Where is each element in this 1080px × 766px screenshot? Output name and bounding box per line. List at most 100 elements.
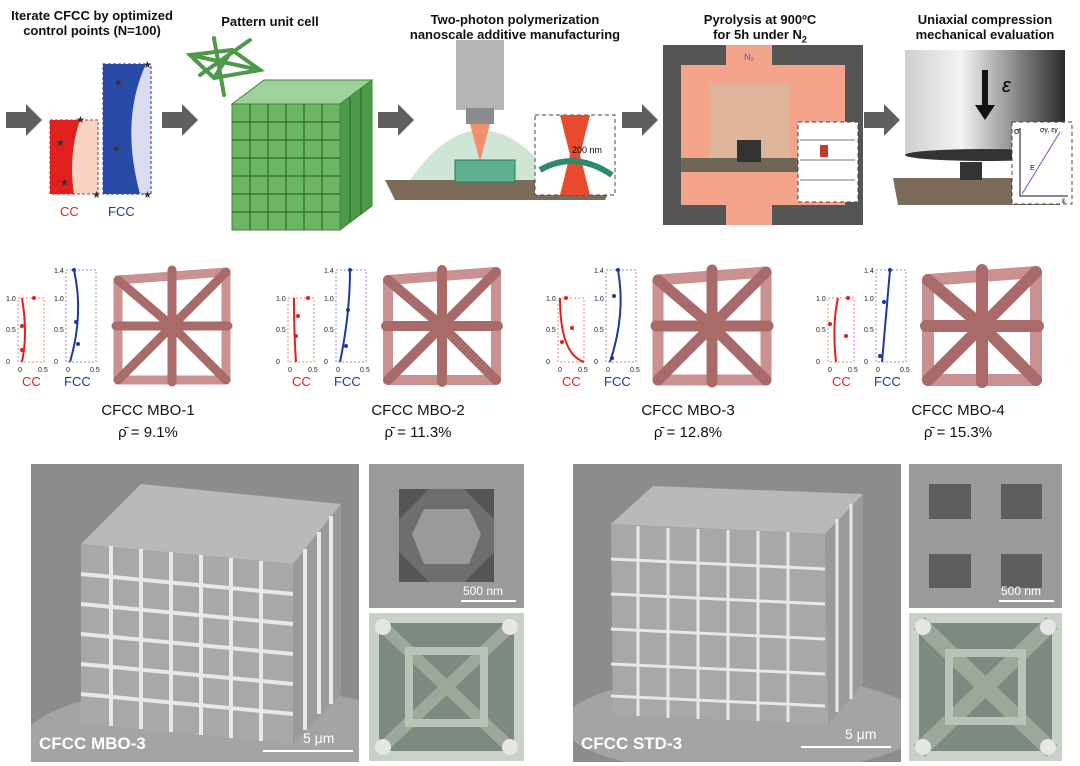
fcc-y-tick-1: 1.0 xyxy=(54,296,64,303)
x-tick-max: 0.5 xyxy=(38,367,48,374)
x-tick-min: 0 xyxy=(828,367,832,374)
cc-y-tick-min: 0 xyxy=(276,359,280,366)
unit-cell-render-1 xyxy=(108,262,236,390)
design-2-fcc-label: FCC xyxy=(334,374,361,389)
cc-y-tick-mid: 0.5 xyxy=(276,327,286,334)
sem-right-label: CFCC STD-3 xyxy=(581,734,682,754)
fcc-y-tick-max: 1.4 xyxy=(324,268,334,275)
design-3-density: ρ̄ = 12.8% xyxy=(588,424,788,441)
x-tick-max: 0.5 xyxy=(900,367,910,374)
sem-left-lattice xyxy=(31,464,359,762)
strain-symbol: ε xyxy=(1002,75,1012,97)
x-tick-min: 0 xyxy=(18,367,22,374)
x-tick-min: 0 xyxy=(876,367,880,374)
svg-text:★: ★ xyxy=(60,178,69,189)
design-1-density: ρ̄ = 9.1% xyxy=(48,424,248,441)
design-1-name: CFCC MBO-1 xyxy=(48,402,248,419)
sem-left-scale-bar xyxy=(263,750,353,752)
x-tick-min: 0 xyxy=(288,367,292,374)
design-card-2: 1.00.50 1.41.00.50 00.5 00.5 CC FCC CFCC… xyxy=(270,262,540,447)
flow-arrow-2 xyxy=(162,104,198,136)
cc-y-tick-min: 0 xyxy=(546,359,550,366)
sem-left-inset-scale-bar xyxy=(461,600,516,602)
step1-fcc-label: FCC xyxy=(108,204,135,219)
fcc-y-tick-2: 0.5 xyxy=(324,327,334,334)
cc-y-tick-min: 0 xyxy=(816,359,820,366)
sem-right-inset-scale-bar xyxy=(999,600,1054,602)
sigma-y-label: σy, εy xyxy=(1040,127,1058,134)
flow-arrow-4 xyxy=(622,104,658,136)
fcc-y-tick-1: 1.0 xyxy=(594,296,604,303)
flow-arrow-1 xyxy=(6,104,42,136)
unit-cell-render-4 xyxy=(918,262,1046,390)
tpp-setup xyxy=(385,40,615,200)
x-tick-min: 0 xyxy=(558,367,562,374)
sem-right-lattice xyxy=(573,464,901,762)
flow-arrow-5 xyxy=(864,104,900,136)
fcc-y-tick-1: 1.0 xyxy=(324,296,334,303)
cc-y-tick-min: 0 xyxy=(6,359,10,366)
design-row: 1.0 0.5 0 1.4 1.0 0.5 0 0 0.5 0 0.5 CC FCC CFCC… xyxy=(0,262,1080,447)
x-tick-min: 0 xyxy=(336,367,340,374)
design-3-name: CFCC MBO-3 xyxy=(588,402,788,419)
svg-text:★: ★ xyxy=(76,115,85,126)
svg-text:★: ★ xyxy=(114,78,123,89)
sigma-label: σ xyxy=(1014,126,1020,136)
x-tick-max: 0.5 xyxy=(360,367,370,374)
process-flow-graphics: ★ ★ ★ ★ ★ ★ ★ ★ 200 nm xyxy=(0,0,1080,240)
design-4-density: ρ̄ = 15.3% xyxy=(858,424,1058,441)
tpp-inset-scale: 200 nm xyxy=(572,145,602,155)
design-3-cc-label: CC xyxy=(562,374,581,389)
cc-y-tick-mid: 0.5 xyxy=(816,327,826,334)
step1-cc-label: CC xyxy=(60,204,79,219)
furnace xyxy=(663,45,863,225)
x-tick-max: 0.5 xyxy=(90,367,100,374)
modulus-label: E xyxy=(1030,165,1035,172)
sem-inset-left-top: 500 nm xyxy=(369,464,524,608)
fcc-y-tick-max: 1.4 xyxy=(54,268,64,275)
svg-text:★: ★ xyxy=(143,60,152,71)
svg-text:★: ★ xyxy=(143,190,152,201)
unit-cell-small xyxy=(190,38,260,95)
svg-text:★: ★ xyxy=(112,144,121,155)
fcc-y-tick-min: 0 xyxy=(594,359,598,366)
render-inset-right-bottom xyxy=(909,613,1062,761)
fcc-y-tick-min: 0 xyxy=(324,359,328,366)
unit-cell-render-2 xyxy=(378,262,506,390)
fcc-y-tick-min: 0 xyxy=(864,359,868,366)
x-tick-min: 0 xyxy=(606,367,610,374)
sem-left-scale-label: 5 μm xyxy=(303,730,334,746)
render-left-inset-shape xyxy=(369,613,524,761)
x-tick-min: 0 xyxy=(66,367,70,374)
cc-y-tick-max: 1.0 xyxy=(6,296,16,303)
furnace-gas-label: N₂ xyxy=(744,52,754,62)
x-tick-max: 0.5 xyxy=(630,367,640,374)
fcc-y-tick-2: 0.5 xyxy=(594,327,604,334)
sem-right-scale-bar xyxy=(801,746,891,748)
sem-main-left: CFCC MBO-3 5 μm xyxy=(31,464,359,762)
sem-left-inset-scale-label: 500 nm xyxy=(463,584,503,598)
design-1-fcc-label: FCC xyxy=(64,374,91,389)
sem-inset-right-top: 500 nm xyxy=(909,464,1062,608)
profile-plot-3: 1.00.50 1.41.00.50 00.5 00.5 xyxy=(544,264,654,374)
design-4-fcc-label: FCC xyxy=(874,374,901,389)
design-card-1: 1.00.50 1.41.00.50 00.5 00.5 CC FCC CFCC… xyxy=(0,262,270,447)
fcc-y-tick-max: 1.4 xyxy=(864,268,874,275)
fcc-y-tick-max: 1.4 xyxy=(594,268,604,275)
cc-y-tick-mid: 0.5 xyxy=(546,327,556,334)
design-2-name: CFCC MBO-2 xyxy=(318,402,518,419)
lattice-cube xyxy=(232,80,372,230)
design-4-cc-label: CC xyxy=(832,374,851,389)
x-tick-max: 0.5 xyxy=(848,367,858,374)
design-3-fcc-label: FCC xyxy=(604,374,631,389)
cc-y-tick-max: 1.0 xyxy=(816,296,826,303)
render-inset-left-bottom xyxy=(369,613,524,761)
fcc-profile-shape: ★ ★ ★ ★ xyxy=(103,60,152,201)
fcc-y-tick-min: 0 xyxy=(54,359,58,366)
sem-main-right: CFCC STD-3 5 μm xyxy=(573,464,901,762)
flow-arrow-3 xyxy=(378,104,414,136)
cc-y-tick-max: 1.0 xyxy=(546,296,556,303)
